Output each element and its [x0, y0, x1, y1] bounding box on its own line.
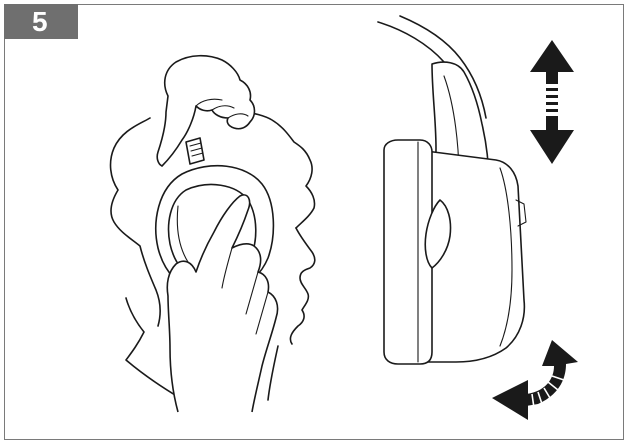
arrow-stripe-3	[546, 102, 558, 105]
arrow-upper-shaft	[546, 70, 558, 84]
headband-slider	[186, 138, 204, 164]
up-down-adjust-arrow-icon	[530, 40, 574, 164]
top-hand	[157, 56, 254, 166]
arrow-stripe-1	[546, 88, 558, 91]
arrow-stripe-2	[546, 95, 558, 98]
head-outline	[111, 118, 161, 326]
arrow-stripe-4	[546, 109, 558, 112]
arrow-lower-shaft	[546, 116, 558, 132]
earcup-side-view	[378, 16, 526, 364]
head-wearing-headset	[111, 56, 315, 412]
arrow-down-head	[530, 130, 574, 164]
curved-arrow-left-head	[492, 380, 528, 420]
shoulder-line	[268, 346, 278, 400]
curved-arrow-body	[526, 340, 578, 406]
face-profile	[290, 228, 314, 344]
rotate-tilt-arrow-icon	[492, 340, 578, 420]
ear-cushion	[384, 140, 432, 364]
arrow-up-head	[530, 40, 574, 72]
